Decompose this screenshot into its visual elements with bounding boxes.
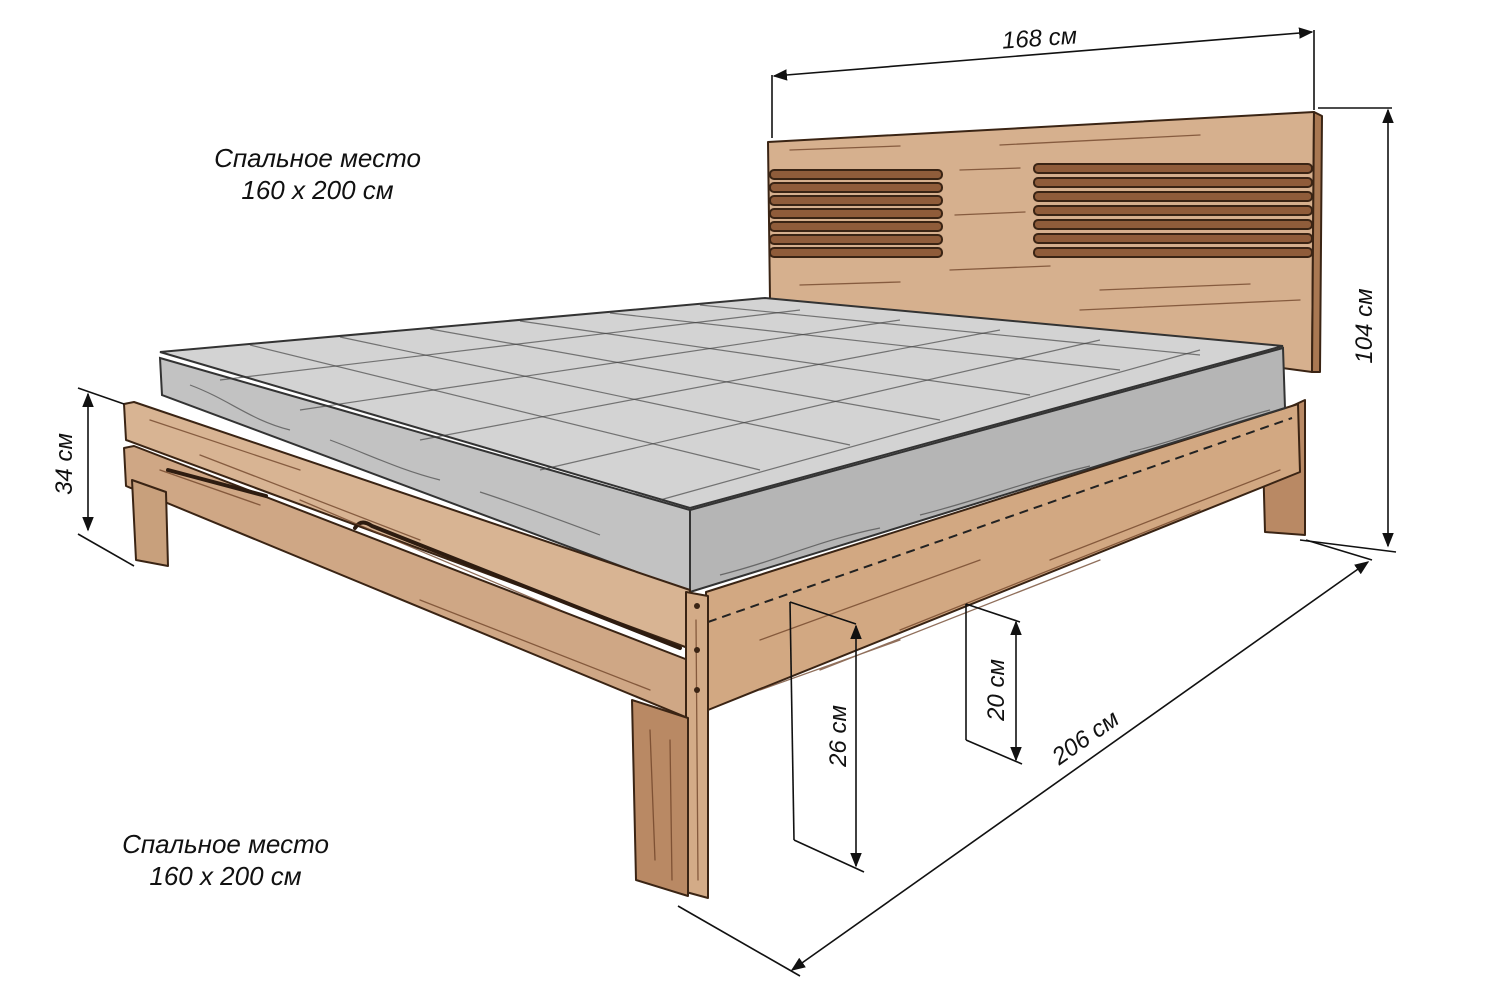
dimension-lines (77, 27, 1397, 977)
mattress (158, 296, 1287, 594)
caption-top-line2: 160 x 200 см (241, 175, 394, 205)
headboard-slats-left (769, 169, 943, 258)
length-label: 206 см (1046, 705, 1124, 771)
headboard-grain (789, 134, 1301, 311)
side-rail-height-label: 20 см (983, 659, 1010, 722)
headboard-height-label: 104 см (1351, 288, 1378, 363)
headboard (767, 111, 1323, 373)
headboard-slats-right (1033, 163, 1313, 258)
front-left-leg (131, 479, 169, 567)
leg-height-label: 26 см (825, 705, 852, 768)
caption-top-line1: Спальное место (214, 143, 421, 173)
front-right-leg (631, 591, 709, 899)
footboard-height-label: 34 см (51, 433, 78, 495)
caption-bottom-line1: Спальное место (122, 829, 329, 859)
sleeping-area-caption-top: Спальное место 160 x 200 см (170, 142, 465, 206)
sleeping-area-caption-bottom: Спальное место 160 x 200 см (78, 828, 373, 892)
caption-bottom-line2: 160 x 200 см (149, 861, 302, 891)
mattress-quilt-pattern (189, 304, 1271, 576)
width-label: 168 см (1001, 22, 1078, 54)
